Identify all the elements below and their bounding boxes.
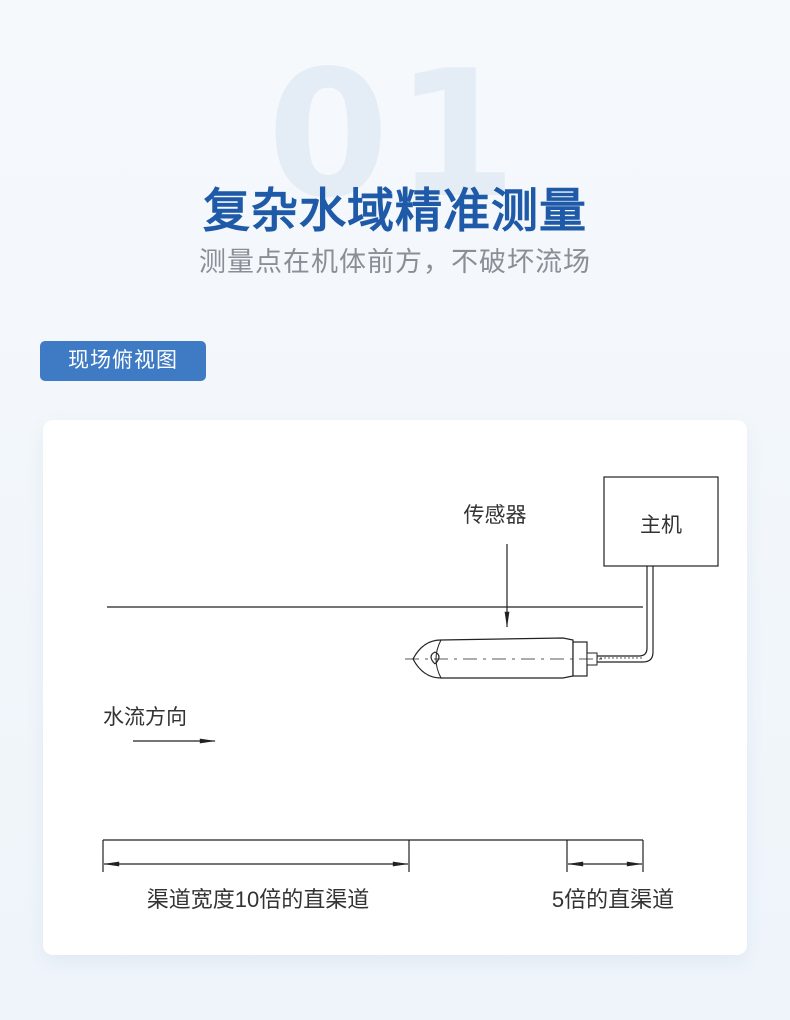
sensor-label: 传感器 bbox=[464, 504, 527, 527]
sensor-probe bbox=[405, 637, 603, 679]
sensor-propeller bbox=[430, 651, 440, 665]
site-top-view-diagram: 主机 传感器 水流方向 渠道宽度 bbox=[102, 476, 719, 912]
dim-right-label: 5倍的直渠道 bbox=[552, 887, 674, 912]
sensor-body bbox=[412, 637, 574, 679]
sensor-cable-inner bbox=[596, 566, 654, 663]
page-title: 复杂水域精准测量 bbox=[203, 184, 587, 239]
background-number: 01 bbox=[267, 34, 523, 237]
sensor-cable bbox=[596, 566, 648, 657]
dim-left-label: 渠道宽度10倍的直渠道 bbox=[147, 887, 369, 912]
host-box bbox=[603, 476, 719, 567]
page-subtitle: 测量点在机体前方，不破坏流场 bbox=[199, 247, 591, 277]
dimension-lines bbox=[102, 839, 644, 872]
flow-direction-label: 水流方向 bbox=[103, 706, 187, 729]
host-unit: 主机 bbox=[603, 476, 719, 567]
host-label: 主机 bbox=[640, 514, 682, 537]
section-tag: 现场俯视图 bbox=[40, 341, 206, 381]
diagram-card: 主机 传感器 水流方向 渠道宽度 bbox=[43, 420, 747, 955]
